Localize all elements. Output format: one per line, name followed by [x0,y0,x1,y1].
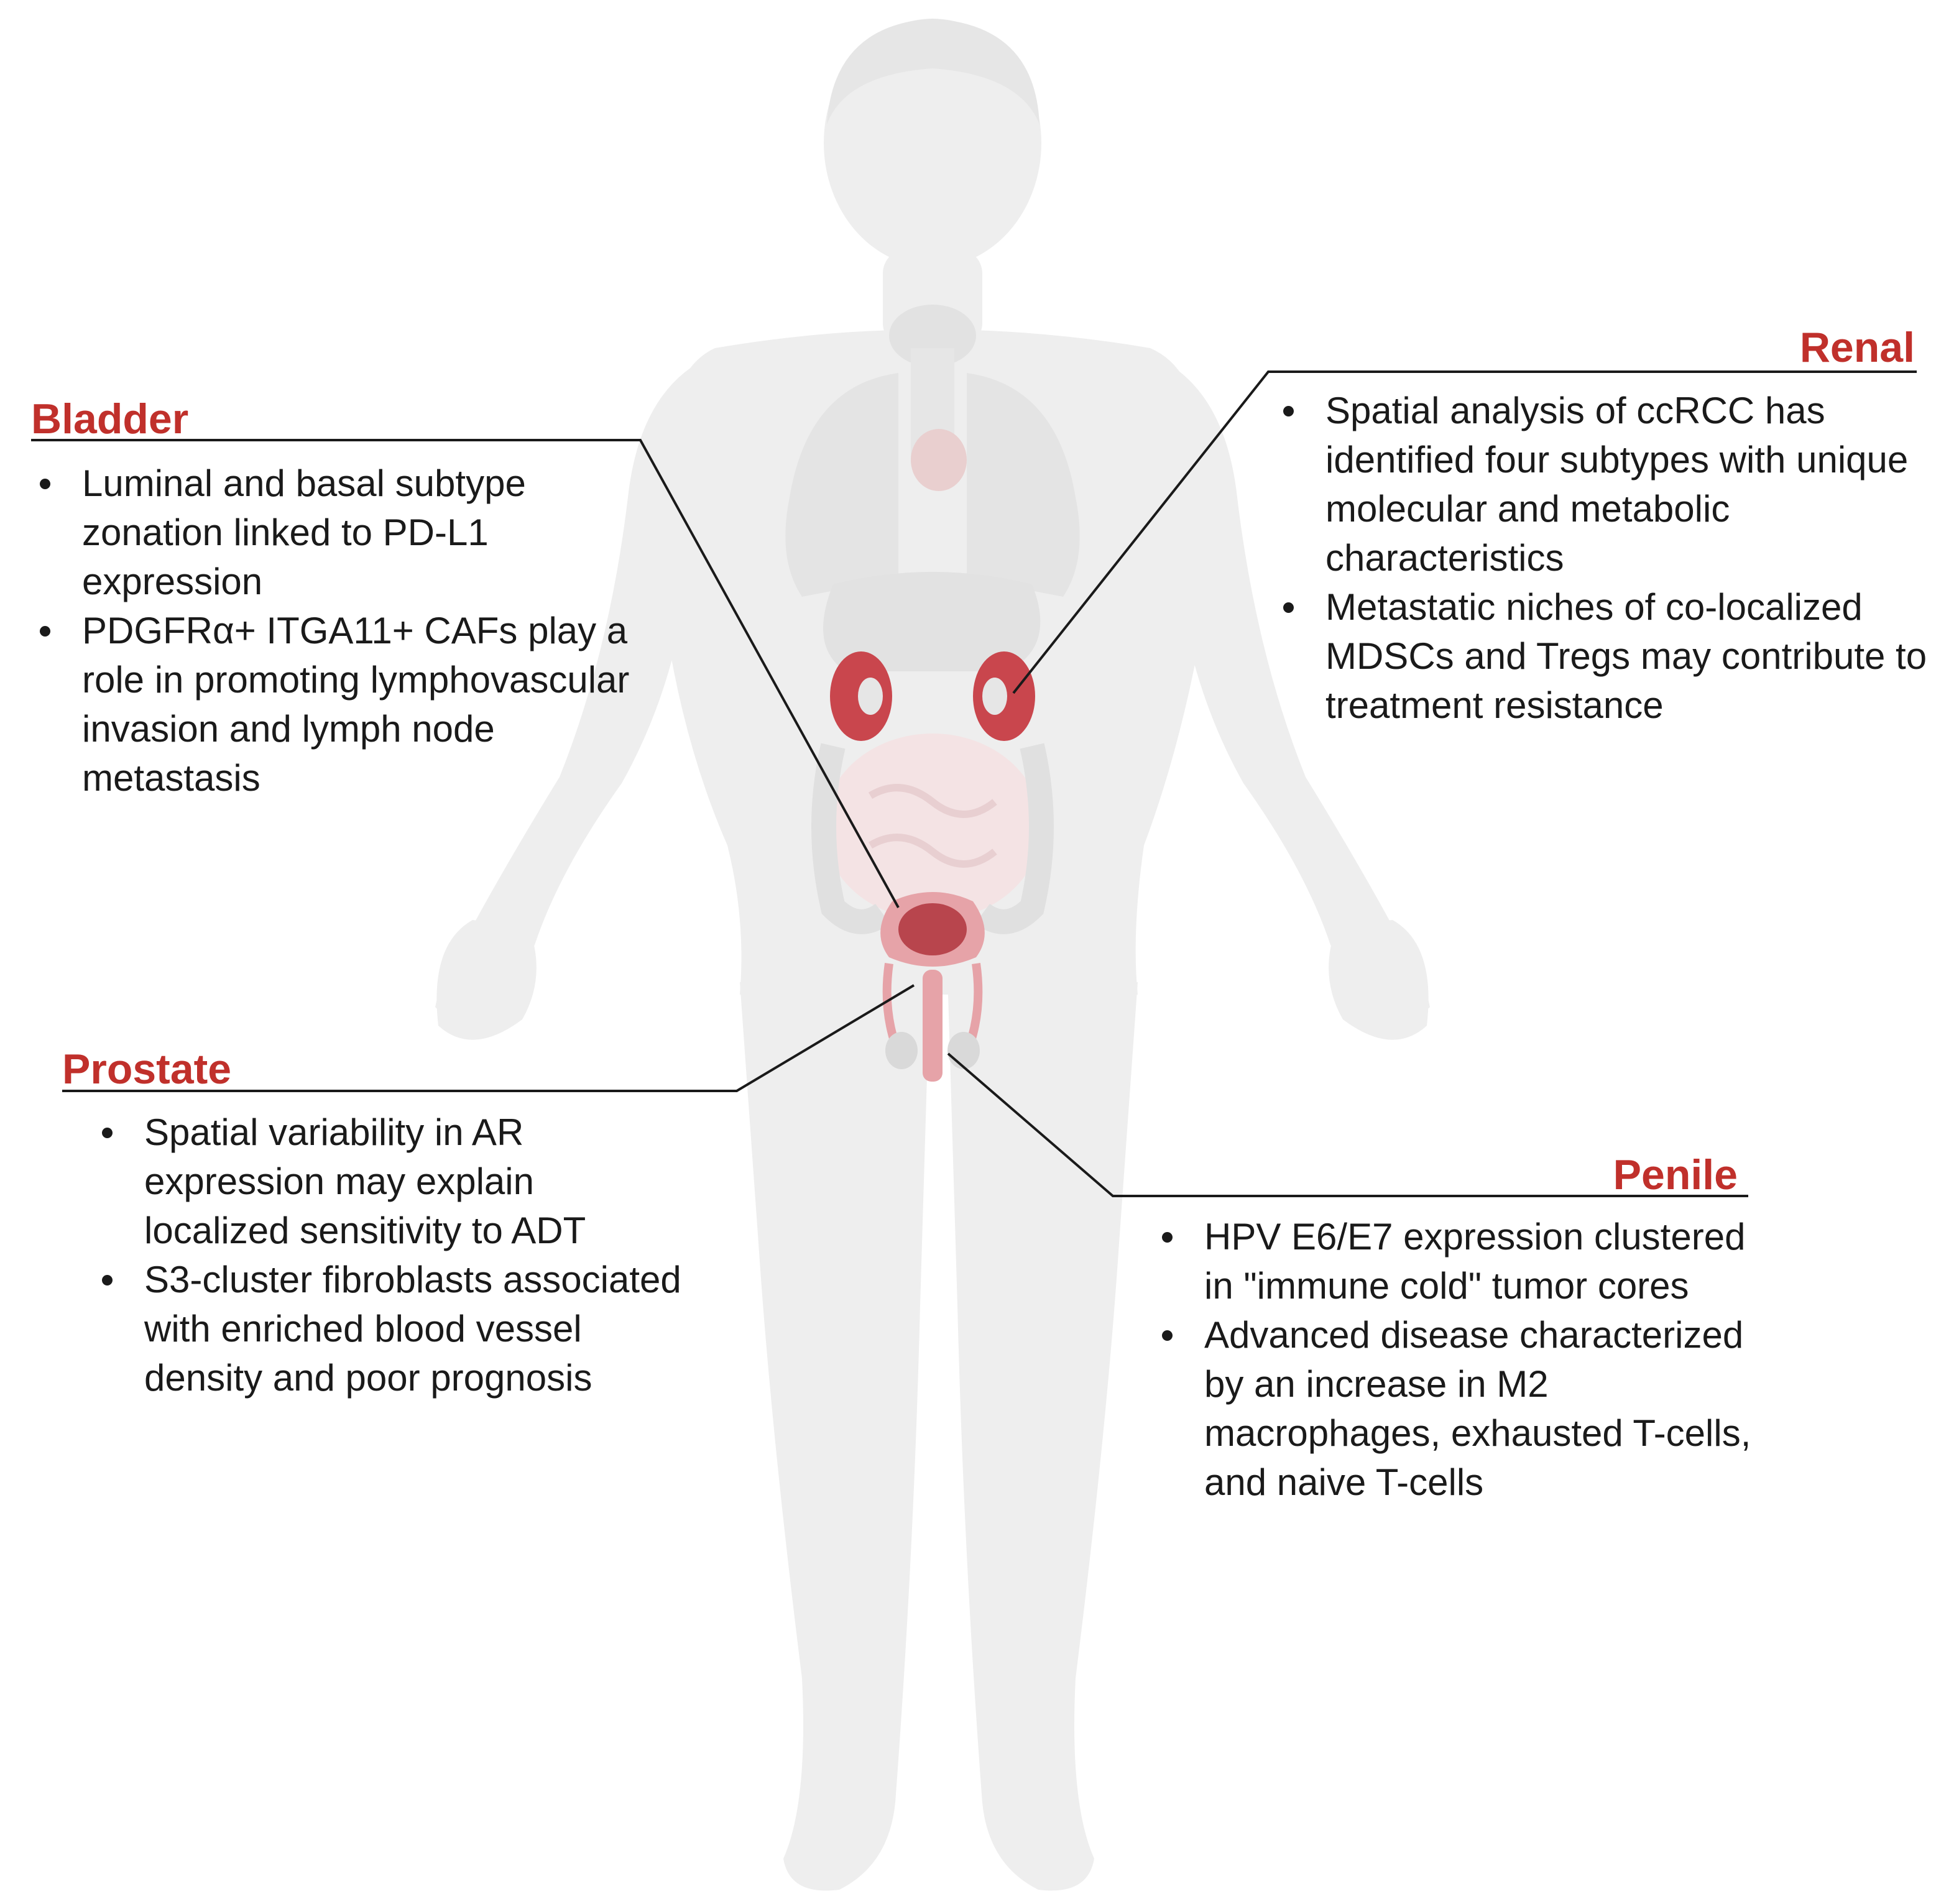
bladder-bullet-1: Luminal and basal subtype zonation linke… [31,459,653,606]
prostate-bullet-2: S3-cluster fibroblasts associated with e… [93,1255,684,1402]
renal-bullet-2: Metastatic niches of co-localized MDSCs … [1275,582,1927,730]
penile-leader-line [947,1052,1748,1197]
renal-bullet-list: Spatial analysis of ccRCC has identified… [1275,386,1927,730]
bladder-panel: Bladder Luminal and basal subtype zonati… [31,398,653,803]
prostate-panel: Prostate Spatial variability in AR expre… [62,1048,684,1402]
prostate-bullet-1: Spatial variability in AR expression may… [93,1108,684,1255]
penile-bullet-list: HPV E6/E7 expression clustered in "immun… [1153,1212,1775,1507]
bladder-title: Bladder [31,395,189,443]
renal-title: Renal [1799,324,1915,371]
renal-panel: Renal Spatial analysis of ccRCC has iden… [1275,326,1927,730]
penile-bullet-2: Advanced disease characterized by an inc… [1153,1310,1775,1507]
bladder-bullet-2: PDGFRα+ ITGA11+ CAFs play a role in prom… [31,606,653,803]
penile-bullet-1: HPV E6/E7 expression clustered in "immun… [1153,1212,1775,1310]
bladder-bullet-list: Luminal and basal subtype zonation linke… [31,459,653,803]
penile-panel: Penile HPV E6/E7 expression clustered in… [1153,1154,1775,1507]
internal-organs [785,305,1080,1082]
renal-leader-line [1012,370,1917,694]
bladder-leader-line [31,439,900,908]
prostate-title: Prostate [62,1046,232,1093]
penile-title: Penile [1613,1151,1738,1198]
prostate-leader-line [62,984,915,1092]
renal-bullet-1: Spatial analysis of ccRCC has identified… [1275,386,1927,582]
prostate-bullet-list: Spatial variability in AR expression may… [62,1108,684,1402]
